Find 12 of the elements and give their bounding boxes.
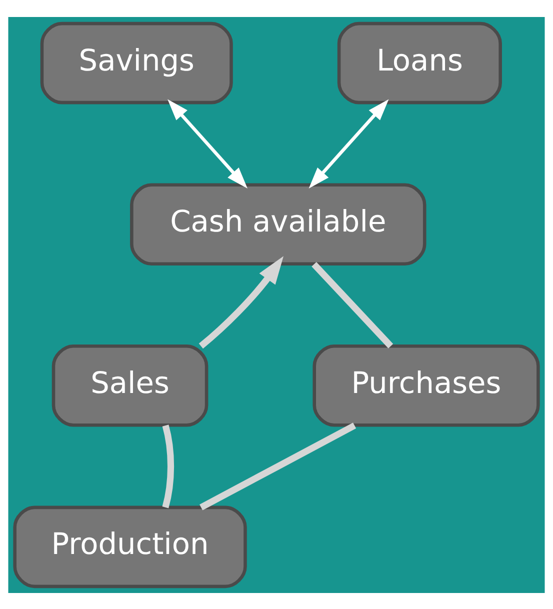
node-box: Cash available — [130, 182, 426, 265]
node-box: Purchases — [312, 344, 540, 426]
node-box: Loans — [337, 21, 502, 104]
node-box: Savings — [40, 21, 233, 104]
node-box: Production — [13, 505, 247, 588]
arrow — [308, 98, 389, 188]
connector — [200, 422, 356, 510]
connector — [162, 424, 174, 508]
node-box: Sales — [52, 344, 208, 426]
connector — [312, 262, 394, 348]
arrow — [198, 256, 284, 348]
arrow — [168, 98, 248, 188]
